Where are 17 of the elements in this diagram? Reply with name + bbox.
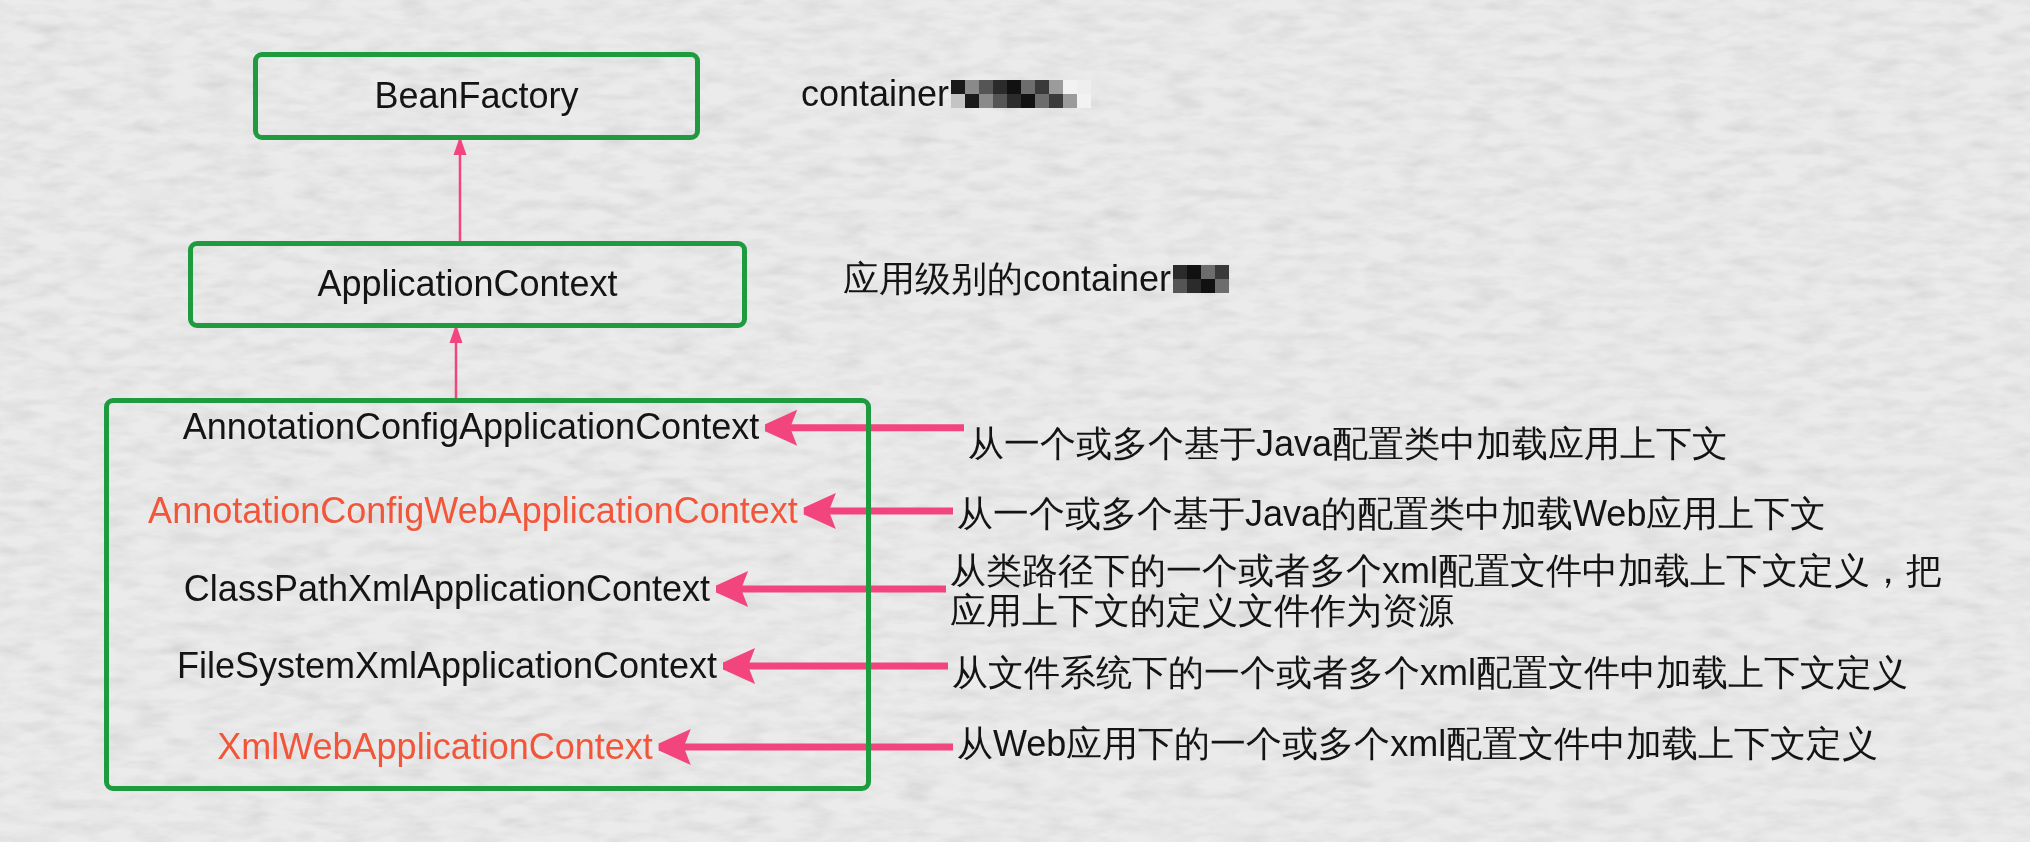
- description-text: 从文件系统下的一个或者多个xml配置文件中加载上下文定义: [952, 652, 1908, 694]
- description-text: 从Web应用下的一个或多个xml配置文件中加载上下文定义: [957, 723, 1879, 765]
- class-name: XmlWebApplicationContext: [217, 726, 653, 768]
- group-frame: [104, 398, 871, 791]
- description-text: 从一个或多个基于Java的配置类中加载Web应用上下文: [957, 493, 1827, 535]
- annotation-text: 应用级别的container: [843, 258, 1172, 300]
- class-name: AnnotationConfigWebApplicationContext: [148, 490, 798, 532]
- description-text: 从类路径下的一个或者多个xml配置文件中加载上下文定义，把应用上下文的定义文件作为资源: [950, 550, 1960, 632]
- class-box: [253, 52, 700, 140]
- annotation-text: container: [801, 73, 950, 115]
- class-name: AnnotationConfigApplicationContext: [182, 406, 760, 448]
- description-text: 从一个或多个基于Java配置类中加载应用上下文: [968, 423, 1729, 465]
- class-name: ApplicationContext: [317, 264, 618, 305]
- class-name: ClassPathXmlApplicationContext: [183, 568, 711, 610]
- class-name: BeanFactory: [374, 75, 579, 117]
- class-name: FileSystemXmlApplicationContext: [176, 645, 718, 687]
- class-box: [188, 241, 747, 328]
